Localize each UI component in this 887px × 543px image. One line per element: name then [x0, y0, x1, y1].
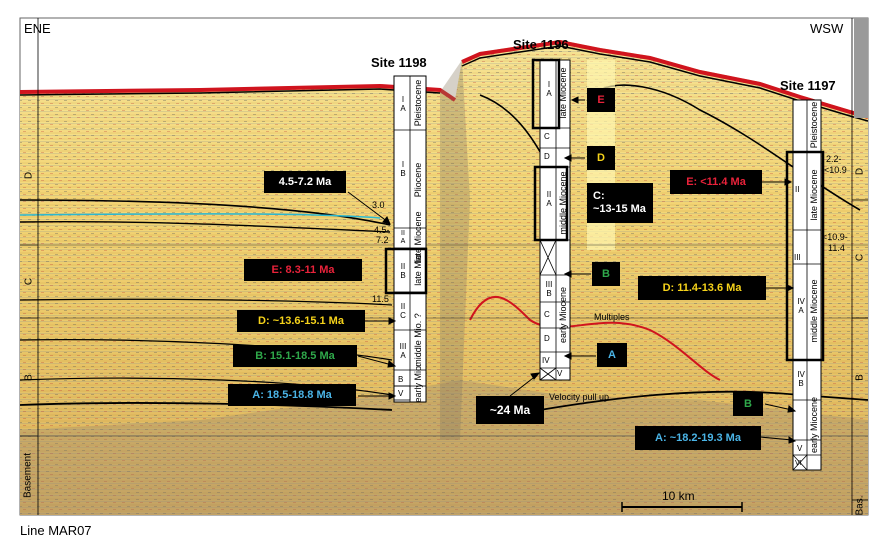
s1197-unit-ivb: IV B: [797, 370, 805, 388]
s1197-epoch-middle-miocene: middle Miocene: [809, 279, 819, 343]
s1196-epoch-late-miocene: late Miocene: [558, 67, 568, 119]
s1198-age-3-0: 3.0: [372, 200, 385, 210]
age-box-a-1196: A: [597, 343, 627, 367]
age-box-c-1196-line2: ~13-15 Ma: [593, 203, 646, 215]
age-box-e-1197: E: <11.4 Ma: [670, 170, 762, 194]
site-1196-label: Site 1196: [513, 37, 569, 52]
s1198-unit-iib: II B: [400, 262, 406, 280]
s1196-unit-iia: II A: [546, 190, 552, 208]
s1196-unit-d2: D: [544, 334, 550, 343]
s1198-unit-ia: I A: [400, 95, 406, 113]
age-box-d-1197: D: 11.4-13.6 Ma: [638, 276, 766, 300]
age-box-4-5-7-2: 4.5-7.2 Ma: [264, 171, 346, 193]
s1197-unit-v: V: [797, 444, 803, 453]
s1198-age-7-2: 7.2: [376, 235, 389, 245]
s1197-unit-iva: IV A: [797, 297, 805, 315]
s1197-unit-iii: III: [794, 253, 801, 262]
left-unit-c: C: [23, 277, 35, 286]
site-1197-label: Site 1197: [780, 78, 836, 93]
s1198-unit-iic: II C: [400, 302, 406, 320]
velocity-pull-up-note: Velocity pull up: [549, 392, 610, 402]
s1197-epoch-early-miocene: early Miocene: [809, 396, 819, 454]
s1198-unit-ib: I B: [400, 160, 406, 178]
s1198-epoch-early-mio: early Mio.: [413, 363, 423, 403]
s1197-age-10-9: <10.9: [824, 165, 847, 175]
left-unit-b: B: [23, 374, 35, 381]
s1197-age-2-2: 2.2-: [826, 154, 842, 164]
age-box-c-1196-line1: C:: [593, 190, 605, 202]
age-box-e-1196: E: [587, 88, 615, 112]
s1198-unit-b: B: [398, 375, 404, 384]
s1198-age-11-5: 11.5: [372, 294, 389, 304]
figure-caption: Line MAR07: [20, 523, 92, 538]
s1197-epoch-pleistocene: Pleistocene: [809, 101, 819, 149]
direction-left-label: ENE: [24, 21, 51, 36]
s1197-unit-vi: VI: [795, 460, 802, 467]
s1198-unit-iiia: III A: [399, 342, 407, 360]
right-unit-c: C: [854, 253, 866, 262]
right-unit-bas: Bas.: [854, 495, 866, 516]
s1196-unit-d: D: [544, 152, 550, 161]
s1198-epoch-pleistocene: Pleistocene: [413, 79, 423, 127]
age-box-e-1198: E: 8.3-11 Ma: [244, 259, 362, 281]
s1198-unit-iia: II A: [400, 230, 406, 245]
site-1198-label: Site 1198: [371, 55, 427, 70]
s1196-unit-iv: IV: [542, 356, 550, 365]
s1197-age-11-4: 11.4: [828, 243, 845, 253]
s1197-epoch-late-miocene: late Miocene: [809, 169, 819, 221]
multiples-note: Multiples: [594, 312, 630, 322]
s1196-epoch-middle-miocene: middle Miocene: [558, 171, 568, 235]
left-unit-d: D: [23, 171, 35, 180]
age-box-d-1198: D: ~13.6-15.1 Ma: [237, 310, 365, 332]
s1198-age-4-5: 4.5-: [374, 225, 390, 235]
s1196-unit-c2: C: [544, 310, 550, 319]
s1196-unit-iiib: III B: [545, 280, 553, 298]
s1198-unit-v: V: [398, 389, 404, 398]
s1197-unit-ii: II: [795, 185, 800, 194]
s1196-epoch-early-miocene: early Miocene: [558, 286, 568, 344]
age-box-b-1196: B: [592, 262, 620, 286]
right-unit-d: D: [854, 167, 866, 176]
s1196-unit-ia: I A: [546, 80, 552, 98]
age-box-a-1197: A: ~18.2-19.3 Ma: [635, 426, 761, 450]
s1198-epoch-late-mio: late Mio: [413, 254, 423, 286]
direction-right-label: WSW: [810, 21, 844, 36]
s1196-unit-v: V: [557, 369, 563, 378]
age-box-a-1198: A: 18.5-18.8 Ma: [228, 384, 356, 406]
age-box-b-1197: B: [733, 392, 763, 416]
age-box-b-1198: B: 15.1-18.5 Ma: [233, 345, 357, 367]
age-box-c-1196: C: ~13-15 Ma: [587, 183, 653, 223]
s1197-age-10-9b: <10.9-: [822, 232, 848, 242]
left-unit-basement: Basement: [22, 452, 34, 499]
scale-bar-label: 10 km: [662, 489, 695, 503]
s1196-unit-c: C: [544, 132, 550, 141]
age-box-d-1196: D: [587, 146, 615, 170]
age-box-24ma: ~24 Ma: [476, 396, 544, 424]
right-unit-b: B: [854, 374, 866, 381]
